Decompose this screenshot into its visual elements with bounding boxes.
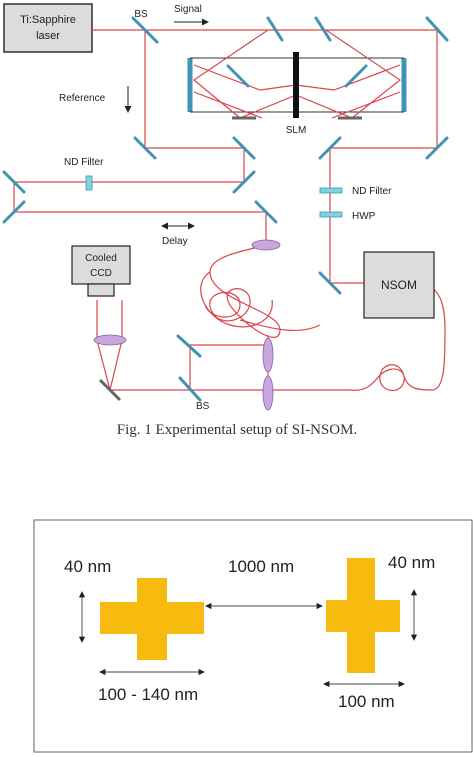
cooled-ccd: Cooled CCD — [71, 245, 131, 297]
cross-right — [326, 558, 400, 673]
nd-filter-left — [85, 175, 93, 191]
mirror-13 — [176, 334, 202, 358]
ccd-label-1: Cooled — [85, 253, 117, 264]
mirror-1 — [266, 16, 284, 42]
figure-caption: Fig. 1 Experimental setup of SI-NSOM. — [117, 422, 357, 438]
mirror-7 — [232, 136, 256, 160]
structure-frame — [33, 519, 473, 753]
bs-top-label: BS — [134, 9, 148, 20]
mirror-10 — [2, 200, 26, 224]
signal-label: Signal — [174, 4, 202, 15]
mirror-4 — [425, 136, 449, 160]
laser-label-2: laser — [36, 30, 60, 42]
lens-bottom — [262, 375, 274, 411]
nsom-box: NSOM — [363, 251, 435, 319]
reference-label: Reference — [59, 93, 106, 104]
pulse-shaper: SLM — [187, 29, 407, 136]
delay-label: Delay — [162, 236, 188, 247]
lens-middle — [262, 337, 274, 373]
bs-bottom-label: BS — [196, 401, 210, 412]
mirror-8 — [232, 170, 256, 194]
setup-diagram: Ti:Sapphire laser — [2, 3, 449, 438]
slm-element — [293, 52, 299, 118]
height-right-label: 40 nm — [388, 553, 435, 572]
height-left-label: 40 nm — [64, 557, 111, 576]
nanostructure-diagram: 40 nm 1000 nm 40 nm 100 - 140 nm 100 nm — [33, 519, 473, 753]
laser-label-1: Ti:Sapphire — [20, 14, 76, 26]
mirror-9 — [2, 170, 26, 194]
gap-label: 1000 nm — [228, 557, 294, 576]
grating-bottom — [98, 378, 122, 402]
ccd-label-2: CCD — [90, 268, 112, 279]
lens-ccd — [93, 334, 127, 346]
laser-beams — [13, 29, 446, 392]
cross-left — [100, 578, 204, 660]
mirror-12 — [318, 271, 342, 295]
nsom-label: NSOM — [381, 278, 417, 292]
beamsplitter-bottom — [178, 376, 202, 402]
mirror-3 — [425, 16, 449, 42]
laser-source: Ti:Sapphire laser — [3, 3, 93, 53]
nd-filter-right — [319, 187, 343, 194]
width-left-label: 100 - 140 nm — [98, 685, 198, 704]
mirror-6 — [133, 136, 157, 160]
mirror-2 — [314, 16, 332, 42]
lens-top — [251, 239, 281, 251]
hwp-plate — [319, 211, 343, 218]
mirror-5 — [318, 136, 342, 160]
beamsplitter-top — [131, 16, 159, 44]
mirror-11 — [254, 200, 278, 224]
nd-filter-right-label: ND Filter — [352, 186, 392, 197]
slm-label: SLM — [286, 125, 307, 136]
nd-filter-left-label: ND Filter — [64, 157, 104, 168]
width-right-label: 100 nm — [338, 692, 395, 711]
hwp-label: HWP — [352, 211, 376, 222]
